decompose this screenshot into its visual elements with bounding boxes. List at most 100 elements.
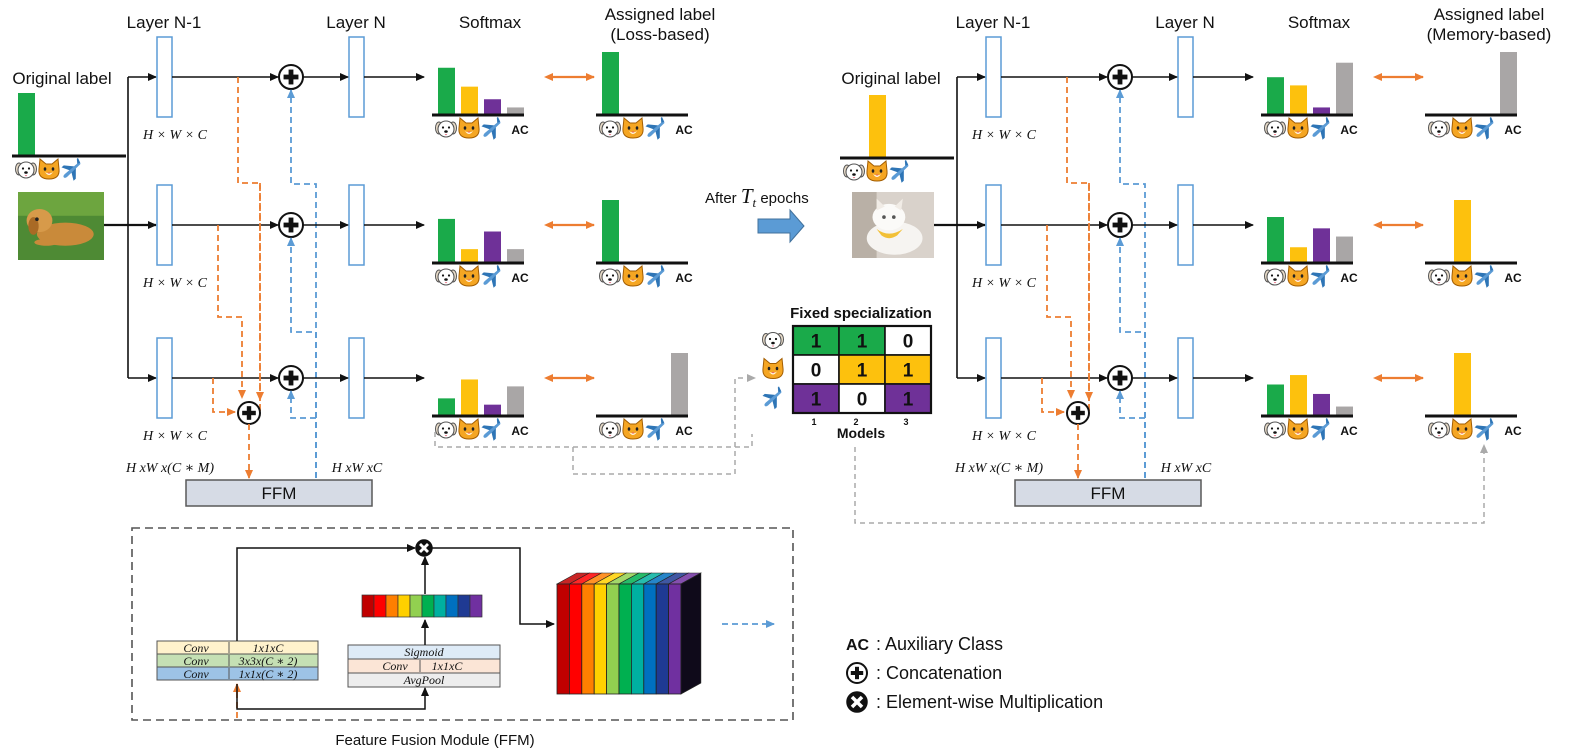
transition-after: After [705,190,741,207]
cat-icon [866,160,888,182]
cat-eye-left [1292,126,1296,130]
ffm-block [185,479,373,507]
transition-epochs: epochs [756,190,809,207]
feature-shape-label: H × W × C [142,429,208,444]
assigned-label-subheader: (Memory-based) [1427,25,1552,44]
airplane-tail [660,417,665,424]
airplane-wing-top [481,425,495,431]
feature-tap-top [1066,77,1090,411]
cat-nose [1296,279,1300,281]
gray-link-to-matrix [572,374,756,475]
dog-icon [1264,421,1286,439]
airplane-body [483,422,501,438]
dog-eye-left [605,274,609,277]
concat-icon [1107,212,1133,238]
bar-green [1267,384,1284,416]
ffm-return-dashed [287,237,317,478]
dog-tongue [608,282,612,284]
concat-icon [1107,365,1133,391]
specialization-value: 1 [811,390,822,411]
cat-icon [1451,117,1473,139]
bar-gray [1336,62,1353,115]
airplane-icon [1310,264,1330,288]
ac-label: AC [1504,424,1522,438]
ac-label: AC [511,123,529,137]
layer-n-block [348,184,365,266]
ffm-module-frame [131,527,794,721]
airplane-wing-bottom [491,428,496,441]
feature-shape-label: H × W × C [971,429,1037,444]
times-b [419,543,429,553]
cat-nose [631,432,635,434]
attention-weight-cell [385,594,399,618]
airplane-wing-bottom [1320,428,1325,441]
original-label-chart [840,95,954,183]
ffm-attn-op: Conv [382,659,408,673]
dog-eye-right [855,169,859,172]
concat-icon [237,401,261,425]
ffm-conv-param: 1x1xC [253,641,285,655]
layer-n-1-block [985,36,1002,118]
cat-eye-left [627,126,631,130]
cat-nose [467,131,471,133]
layer-n-header: Layer N [326,13,386,32]
dog-icon [1264,120,1286,138]
dog-icon [1428,421,1450,439]
ffm-attn-layer [347,658,501,674]
ffm-conv-param: 3x3x(C ∗ 2) [238,654,298,668]
model-number: 1 [811,417,816,427]
airplane-wing-top [1310,425,1324,431]
dog-icon [599,421,621,439]
attention-weight-cell [469,594,483,618]
output-cube-slice [606,583,620,695]
airplane-wing-top [1474,124,1488,130]
feature-tap-middle [1046,225,1075,399]
cat-eye-right [471,274,475,278]
airplane-wing-bottom [491,275,496,288]
airplane-wing-bottom [655,428,660,441]
cat-head [458,418,480,440]
dog-eye-right [774,337,778,341]
airplane-tail [1489,264,1494,271]
ac-label: AC [1504,271,1522,285]
specialization-title: Fixed specialization [790,305,932,322]
airplane-body [764,390,782,407]
bar-yellow [1290,375,1307,416]
airplane-wing-bottom [1484,127,1489,140]
airplane-wing-top [889,167,903,173]
airplane-icon [889,159,909,183]
ffm-return-dashed [1116,89,1146,478]
dog-face [764,331,782,350]
cat-nose [1460,432,1464,434]
dog-tongue [1273,435,1277,437]
airplane-body [63,162,81,178]
bar-yellow [1290,247,1307,263]
dog-tongue [1437,134,1441,136]
layer-n-block [348,337,365,419]
output-cube-slice [655,583,670,695]
bar-gray [1336,236,1353,263]
output-cube-slice [569,583,583,695]
airplane-tail [496,264,501,271]
feature-shape-label: H × W × C [142,276,208,291]
dog-nose [1273,431,1277,434]
cat-eye-left [1456,274,1460,278]
feature-tap-top [237,77,261,411]
ffm-skip-to-multiply [236,544,416,641]
bar-yellow [461,86,478,115]
feature-shape-label: H × W × C [971,276,1037,291]
attention-weight-cell [433,594,447,618]
cat-head [762,357,784,380]
original-label-heading: Original label [12,69,111,88]
dog-eye-left [605,126,609,129]
airplane-body [1312,121,1330,137]
cat-eye-left [871,169,875,173]
cat-eye-right [635,274,639,278]
ffm-conv-param: 1x1x(C ∗ 2) [239,667,298,681]
softmax-header: Softmax [1288,13,1351,32]
airplane-wing-bottom [71,168,76,181]
airplane-body [1312,269,1330,285]
cat-eye-right [1300,427,1304,431]
airplane-icon [645,264,665,288]
